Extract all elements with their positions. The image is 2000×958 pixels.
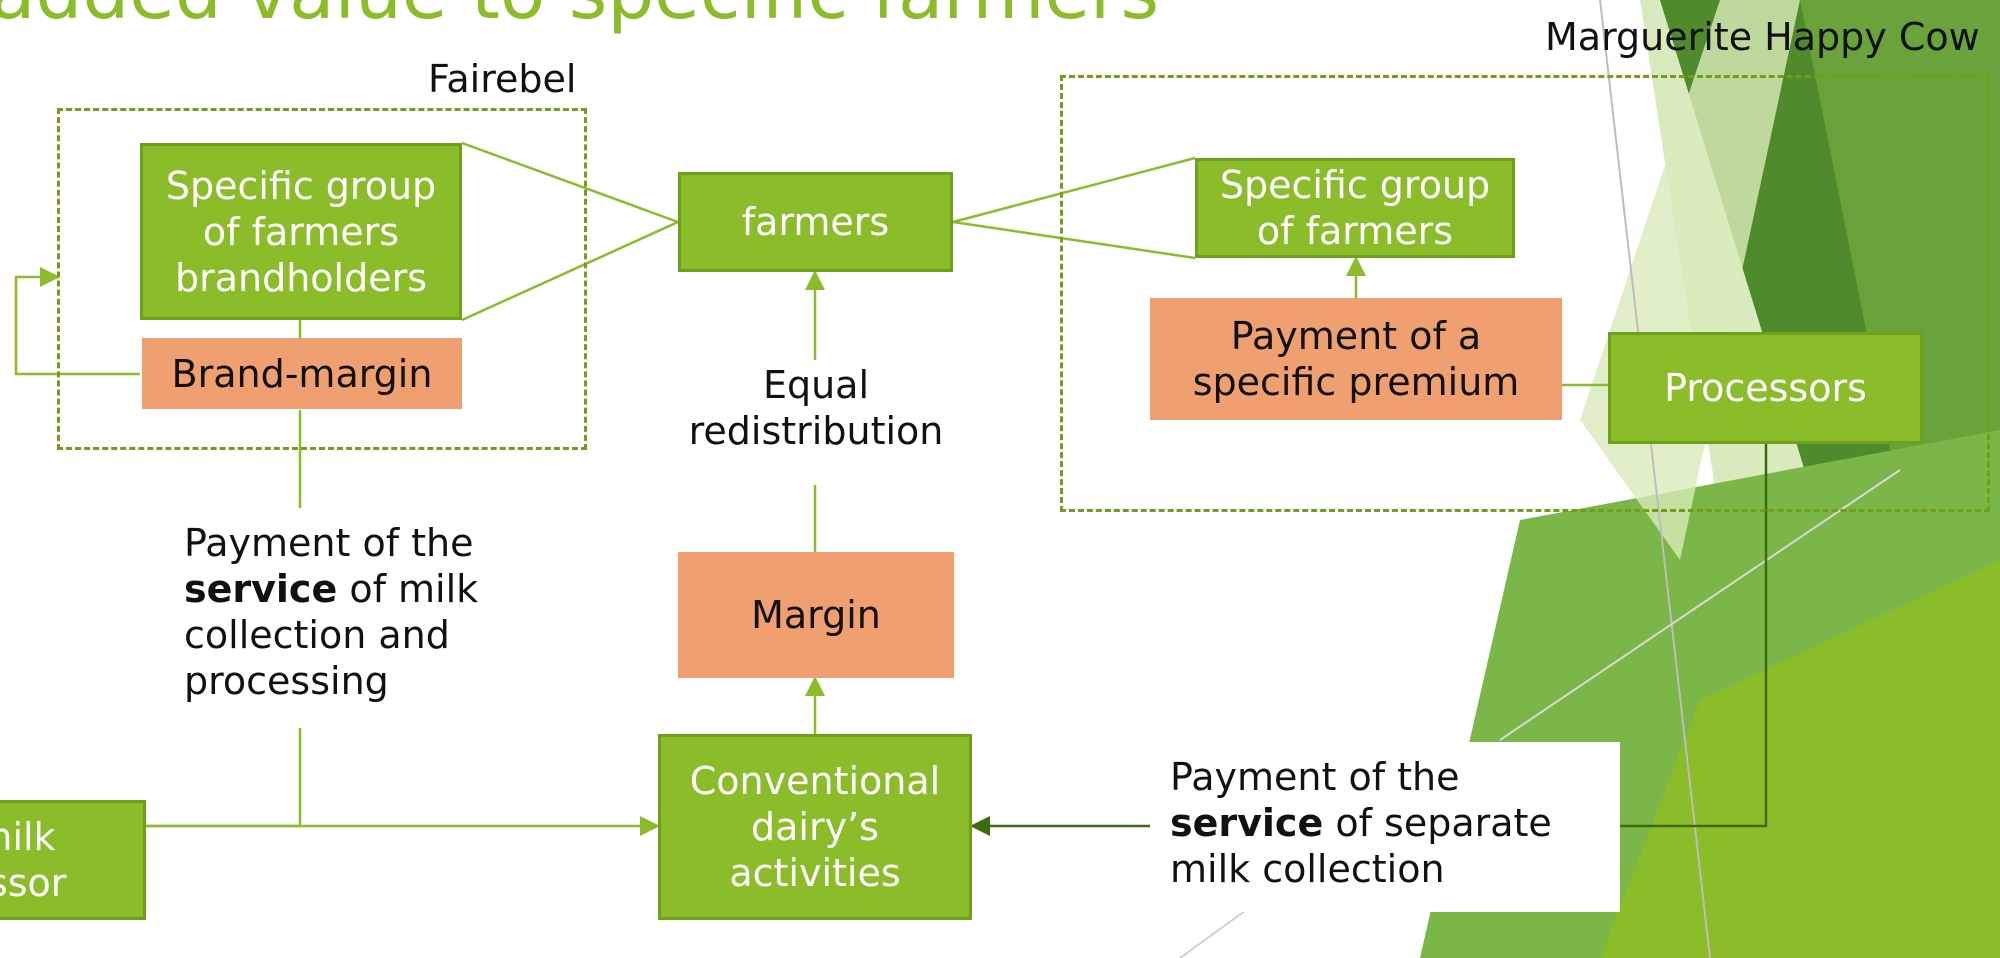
payment-left-suffix: of milk collection and processing	[184, 567, 479, 703]
margin-box: Margin	[678, 552, 954, 678]
fairebel-group-frame	[57, 108, 587, 450]
marguerite-label: Marguerite Happy Cow	[1545, 15, 1980, 59]
processors-box: Processors	[1608, 332, 1923, 444]
farmers-box: farmers	[678, 172, 953, 272]
left-specific-group-box: Specific group of farmers brandholders	[140, 143, 462, 320]
right-specific-group-box: Specific group of farmers	[1195, 158, 1515, 258]
marguerite-group-frame	[1060, 75, 1990, 512]
brand-margin-box: Brand-margin	[142, 338, 462, 409]
payment-service-collection-processing-label: Payment of the service of milk collectio…	[184, 520, 504, 704]
payment-right-backdrop	[1150, 742, 1620, 912]
payment-left-prefix: Payment of the	[184, 521, 474, 565]
slide-title: added value to specific farmers	[0, 0, 1159, 38]
payment-right-prefix: Payment of the	[1170, 755, 1460, 799]
payment-service-separate-collection-label: Payment of the service of separate milk …	[1170, 754, 1570, 892]
specific-premium-box: Payment of a specific premium	[1150, 298, 1562, 420]
payment-left-bold: service	[184, 567, 338, 611]
payment-right-bold: service	[1170, 801, 1324, 845]
fairebel-label: Fairebel	[428, 57, 577, 101]
conventional-dairy-box: Conventional dairy’s activities	[658, 734, 972, 920]
payment-right-suffix: of separate milk collection	[1170, 801, 1552, 891]
equal-redistribution-label: Equal redistribution	[688, 363, 944, 453]
processor-partial-box: milk essor	[0, 800, 146, 920]
